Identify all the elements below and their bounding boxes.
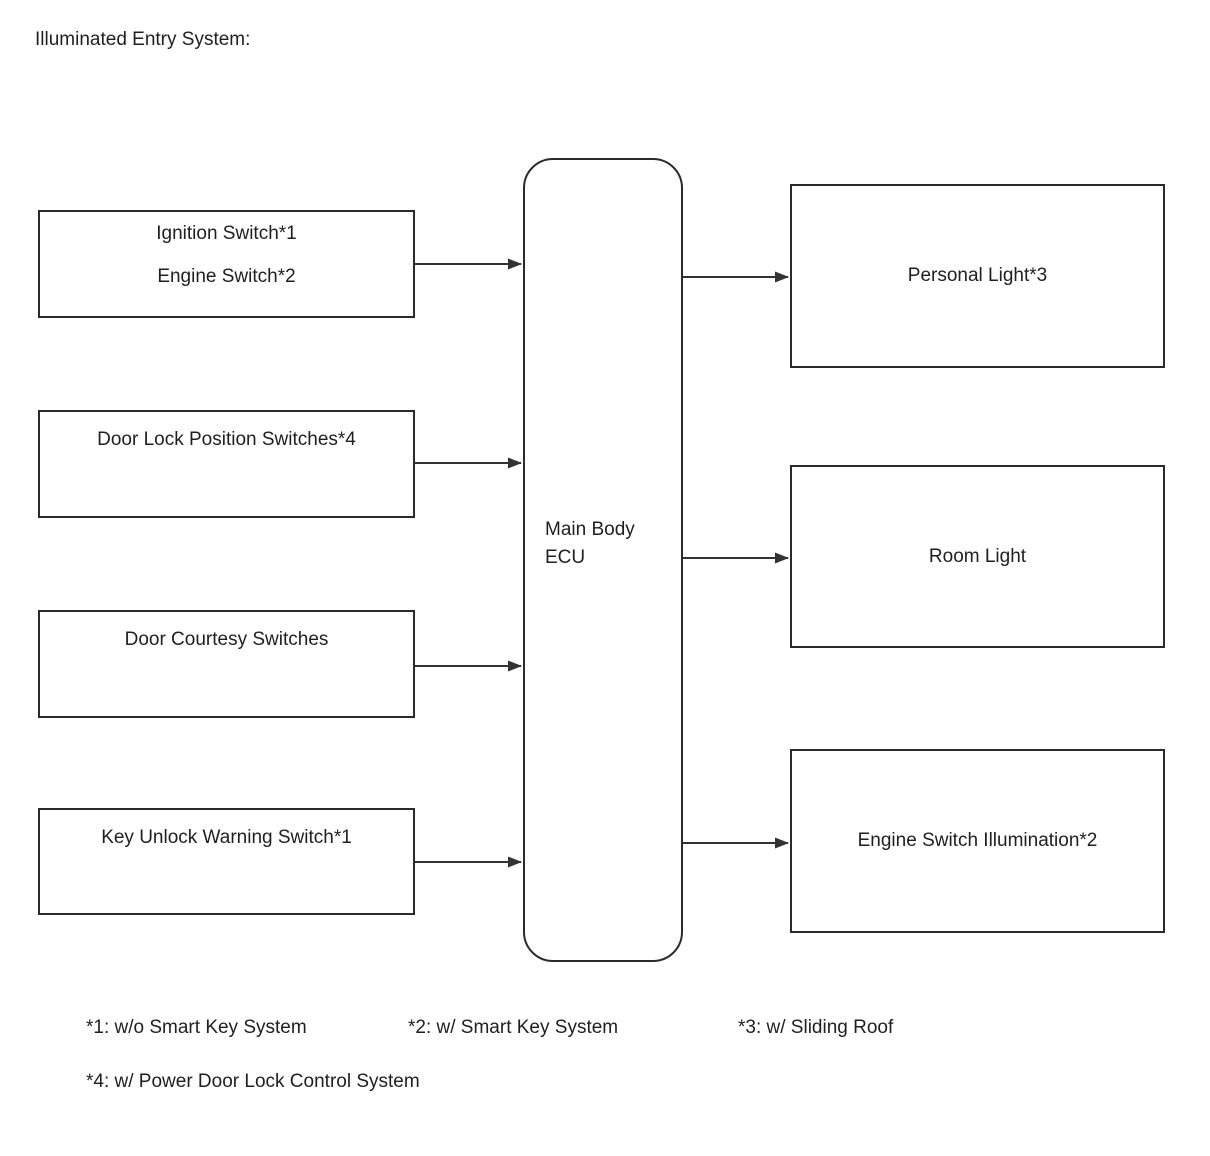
node-label: Ignition Switch*1 — [156, 223, 297, 244]
node-label: Door Lock Position Switches*4 — [97, 429, 356, 450]
ecu-label-line1: Main Body — [545, 519, 635, 540]
node-label: Engine Switch Illumination*2 — [857, 830, 1098, 851]
node-label: Main Body ECU — [545, 516, 635, 572]
node-main-body-ecu: Main Body ECU — [523, 158, 683, 962]
node-personal-light: Personal Light*3 — [790, 184, 1165, 368]
node-door-courtesy-switches: Door Courtesy Switches — [38, 610, 415, 718]
diagram-title: Illuminated Entry System: — [35, 29, 251, 50]
footnote-1: *1: w/o Smart Key System — [86, 1017, 307, 1038]
node-label: Key Unlock Warning Switch*1 — [101, 827, 352, 848]
node-label: Door Courtesy Switches — [124, 629, 329, 650]
node-ignition-engine-switch: Ignition Switch*1 Engine Switch*2 — [38, 210, 415, 318]
node-label: Engine Switch*2 — [157, 266, 296, 287]
node-key-unlock-warning-switch: Key Unlock Warning Switch*1 — [38, 808, 415, 915]
node-label: Personal Light*3 — [907, 265, 1048, 286]
footnote-4: *4: w/ Power Door Lock Control System — [86, 1071, 420, 1092]
node-door-lock-position-switches: Door Lock Position Switches*4 — [38, 410, 415, 518]
footnote-3: *3: w/ Sliding Roof — [738, 1017, 894, 1038]
node-label: Room Light — [928, 545, 1027, 567]
ecu-label-line2: ECU — [545, 547, 586, 568]
node-room-light: Room Light — [790, 465, 1165, 648]
node-engine-switch-illumination: Engine Switch Illumination*2 — [790, 749, 1165, 933]
footnote-2: *2: w/ Smart Key System — [408, 1017, 619, 1038]
